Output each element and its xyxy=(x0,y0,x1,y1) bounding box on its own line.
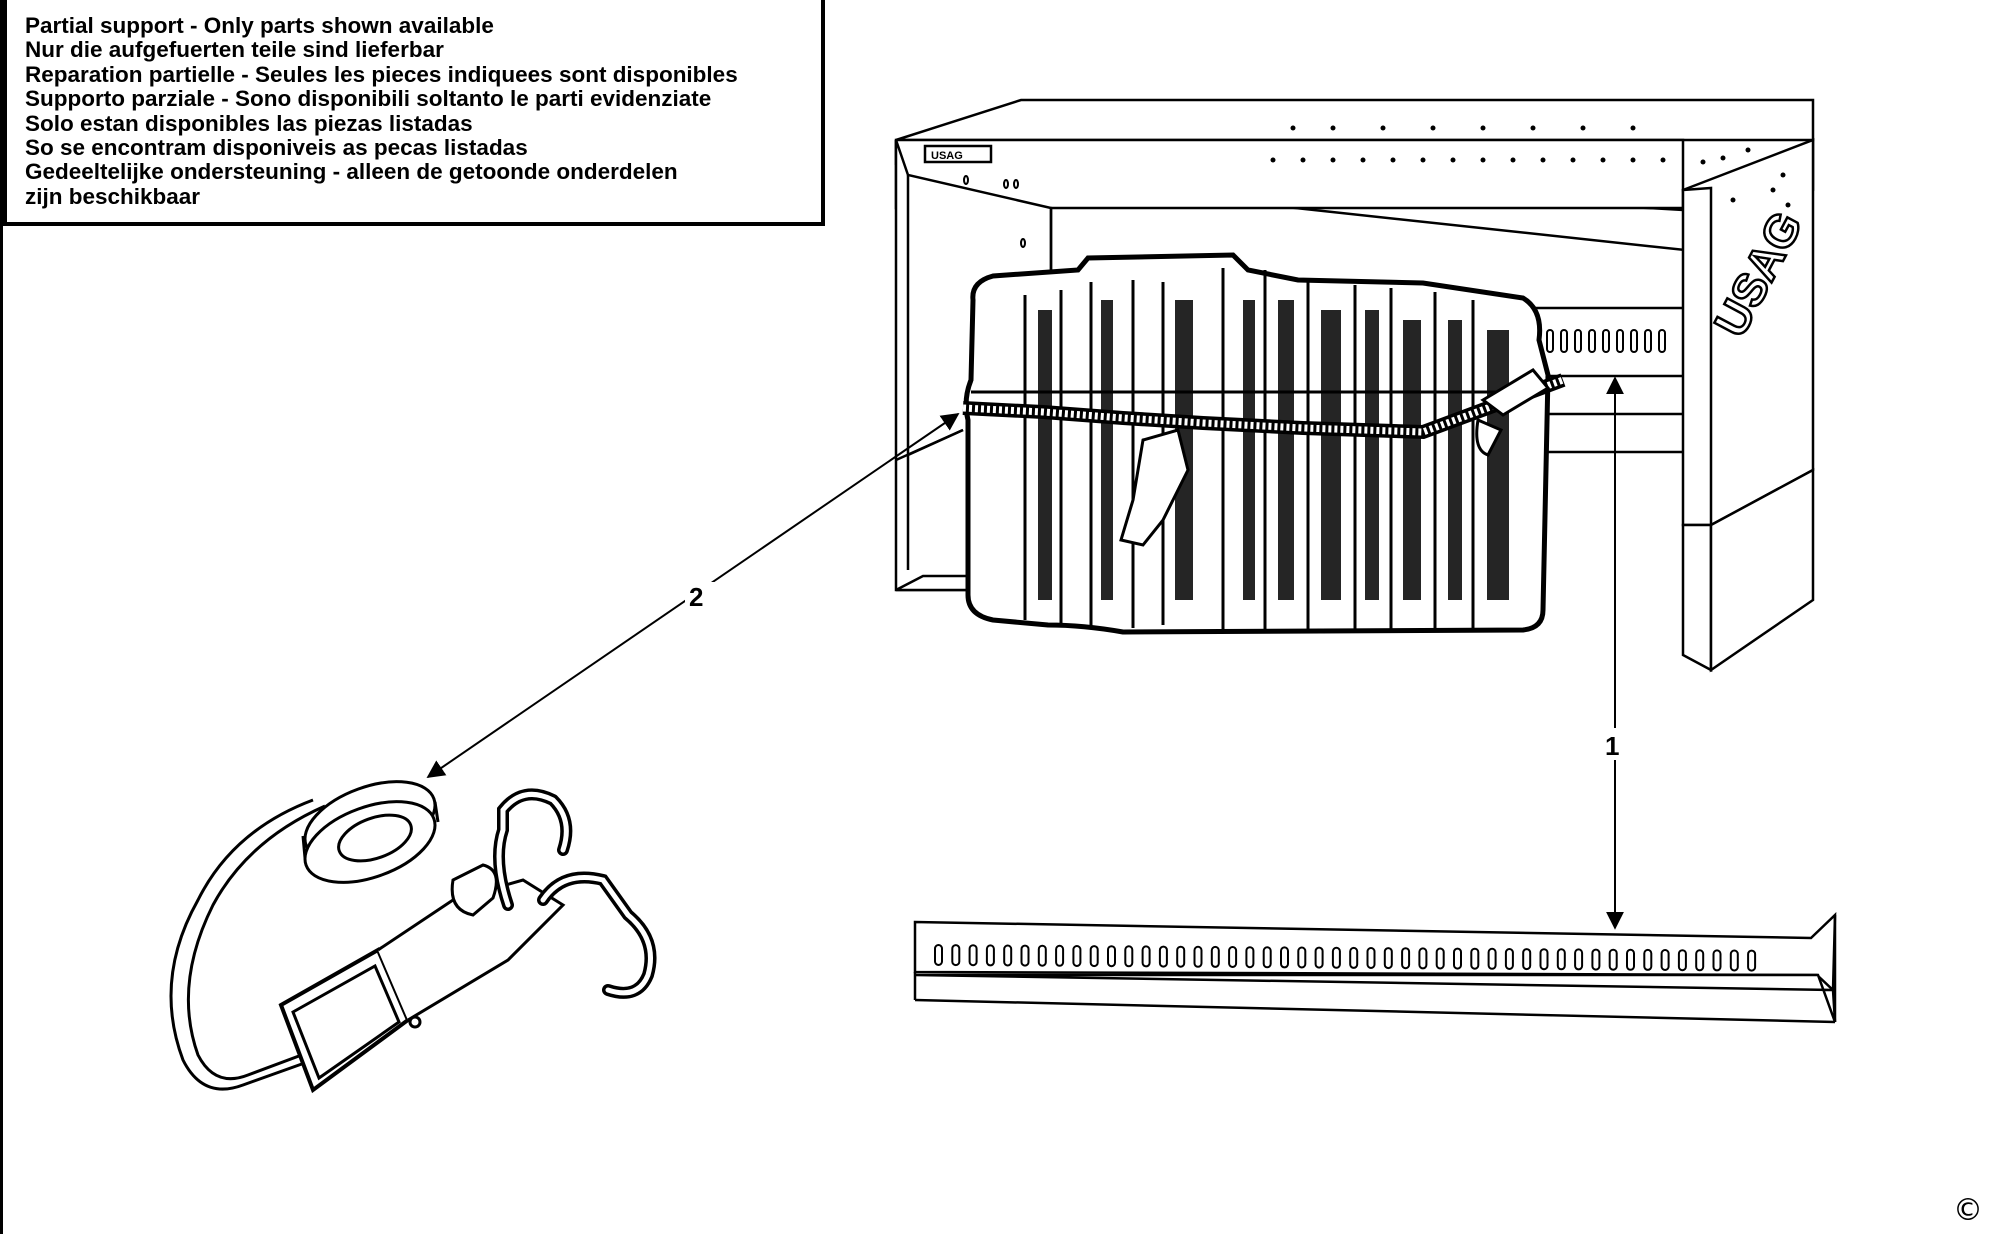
rail-slot xyxy=(1158,945,1168,968)
rail-slot xyxy=(1608,948,1618,971)
rail-slot xyxy=(1245,946,1255,969)
top-board-holes xyxy=(1270,125,1751,165)
rail-slot xyxy=(1314,946,1324,969)
rail-slot xyxy=(1331,946,1341,969)
shelf-logo-text: USAG xyxy=(931,150,963,162)
rail-slot xyxy=(1383,947,1393,970)
notice-line-dutch-continued: zijn beschikbaar xyxy=(25,183,201,209)
rail-slot xyxy=(1453,947,1462,970)
rail-slot xyxy=(1072,945,1082,967)
rail-slot xyxy=(1020,944,1030,967)
rail-slot xyxy=(1280,946,1289,969)
rail-slot xyxy=(1539,948,1549,971)
rail-slot xyxy=(1176,945,1186,968)
part-1-shelf-rail xyxy=(913,911,1837,1024)
rail-slot xyxy=(951,944,961,967)
shelf-logo-plate xyxy=(923,144,993,164)
exploded-parts-drawing: USAG USAG xyxy=(169,98,1837,1094)
rail-slot xyxy=(1297,946,1307,969)
rail-slot xyxy=(1729,949,1739,972)
notice-line-german: Nur die aufgefuerten teile sind lieferba… xyxy=(25,37,444,63)
tool-case xyxy=(962,252,1566,635)
rail-slot xyxy=(1124,945,1134,968)
rail-slot xyxy=(1037,944,1047,967)
rail-slot xyxy=(1556,948,1566,971)
part-2-ratchet-strap xyxy=(169,780,657,1094)
rail-slot xyxy=(1522,948,1532,971)
notice-line-french: Reparation partielle - Seules les pieces… xyxy=(25,61,738,87)
callout-part-2: 2 xyxy=(689,582,703,612)
rail-slot xyxy=(1262,946,1272,969)
shelf-rail-slots xyxy=(934,944,1757,972)
rail-slot xyxy=(1695,949,1705,972)
back-rail-slots xyxy=(1546,329,1666,353)
rail-slot xyxy=(1643,948,1653,971)
rail-slot xyxy=(968,944,978,967)
rail-slot xyxy=(1574,948,1584,971)
callout-part-1: 1 xyxy=(1605,731,1619,761)
rail-slot xyxy=(1660,949,1670,971)
notice-line-dutch: Gedeeltelijke ondersteuning - alleen de … xyxy=(25,159,678,185)
rail-slot xyxy=(1089,945,1099,968)
rail-slot xyxy=(1626,948,1635,971)
rail-slot xyxy=(1747,949,1757,972)
rail-slot xyxy=(1712,949,1722,972)
availability-notice-box: Partial support - Only parts shown avail… xyxy=(3,0,825,226)
case-strap xyxy=(962,368,1566,547)
rail-slot xyxy=(1401,947,1411,970)
rail-slot xyxy=(1193,945,1203,968)
rail-slot xyxy=(1210,945,1220,968)
rail-slot xyxy=(1228,946,1238,968)
copyright-symbol: © xyxy=(1953,1193,1983,1228)
notice-line-english: Partial support - Only parts shown avail… xyxy=(25,13,494,38)
notice-line-spanish: Solo estan disponibles las piezas listad… xyxy=(25,110,473,136)
rail-slot xyxy=(1591,948,1601,971)
rail-slot xyxy=(1504,948,1514,970)
rail-slot xyxy=(1349,946,1359,969)
rail-slot xyxy=(1003,944,1013,967)
rail-slot xyxy=(1470,947,1480,970)
notice-line-portuguese: So se encontram disponiveis as pecas lis… xyxy=(25,135,528,161)
rail-slot xyxy=(1107,945,1116,968)
rail-slot xyxy=(1677,949,1687,972)
notice-line-italian: Supporto parziale - Sono disponibili sol… xyxy=(25,86,712,112)
rail-slot xyxy=(1055,944,1065,967)
rail-slot xyxy=(1366,947,1376,969)
rail-slot xyxy=(934,944,943,966)
rail-slot xyxy=(1435,947,1445,970)
rail-slot xyxy=(1418,947,1428,970)
rail-slot xyxy=(985,944,995,967)
rail-slot xyxy=(1141,945,1151,968)
rail-slot xyxy=(1487,947,1497,970)
